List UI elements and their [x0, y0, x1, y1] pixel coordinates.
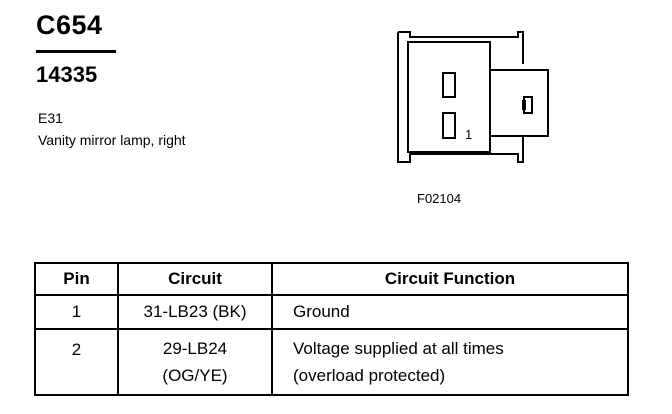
latch-box [490, 69, 549, 137]
function-cell: Voltage supplied at all times (overload … [271, 328, 629, 396]
connector-id: C654 [36, 10, 103, 40]
pin-table: Pin Circuit Circuit Function 1 31-LB23 (… [34, 262, 629, 396]
header-circuit-function: Circuit Function [271, 262, 629, 296]
title-underline [36, 50, 116, 53]
figure-code: F02104 [417, 191, 462, 206]
header-pin: Pin [34, 262, 119, 296]
circuit-cell: 29-LB24 (OG/YE) [117, 328, 273, 396]
component-description: Vanity mirror lamp, right [38, 132, 186, 148]
header-circuit: Circuit [117, 262, 273, 296]
component-code: E31 [38, 110, 63, 126]
terminal-1 [442, 112, 456, 139]
circuit-cell: 31-LB23 (BK) [117, 294, 273, 330]
circuit-line: (OG/YE) [162, 366, 228, 385]
circuit-line: 29-LB24 [162, 339, 228, 358]
terminal-2 [442, 72, 456, 98]
inner-body [407, 41, 491, 153]
pin-cell: 2 [34, 328, 119, 396]
function-cell: Ground [271, 294, 629, 330]
housing-bottom [397, 32, 524, 163]
table-row: 1 31-LB23 (BK) Ground [34, 294, 629, 330]
table-row: 2 29-LB24 (OG/YE) Voltage supplied at al… [34, 328, 629, 396]
pin-cell: 1 [34, 294, 119, 330]
function-line: Voltage supplied at all times [293, 339, 504, 358]
housing-outline [398, 31, 524, 64]
circuit-line: 31-LB23 (BK) [143, 302, 247, 321]
pin-1-label: 1 [465, 127, 472, 142]
part-number: 14335 [36, 62, 98, 87]
function-line: Ground [293, 302, 350, 321]
connector-drawing: 1 [397, 31, 549, 163]
table-header-row: Pin Circuit Circuit Function [34, 262, 629, 296]
function-line: (overload protected) [293, 366, 446, 385]
